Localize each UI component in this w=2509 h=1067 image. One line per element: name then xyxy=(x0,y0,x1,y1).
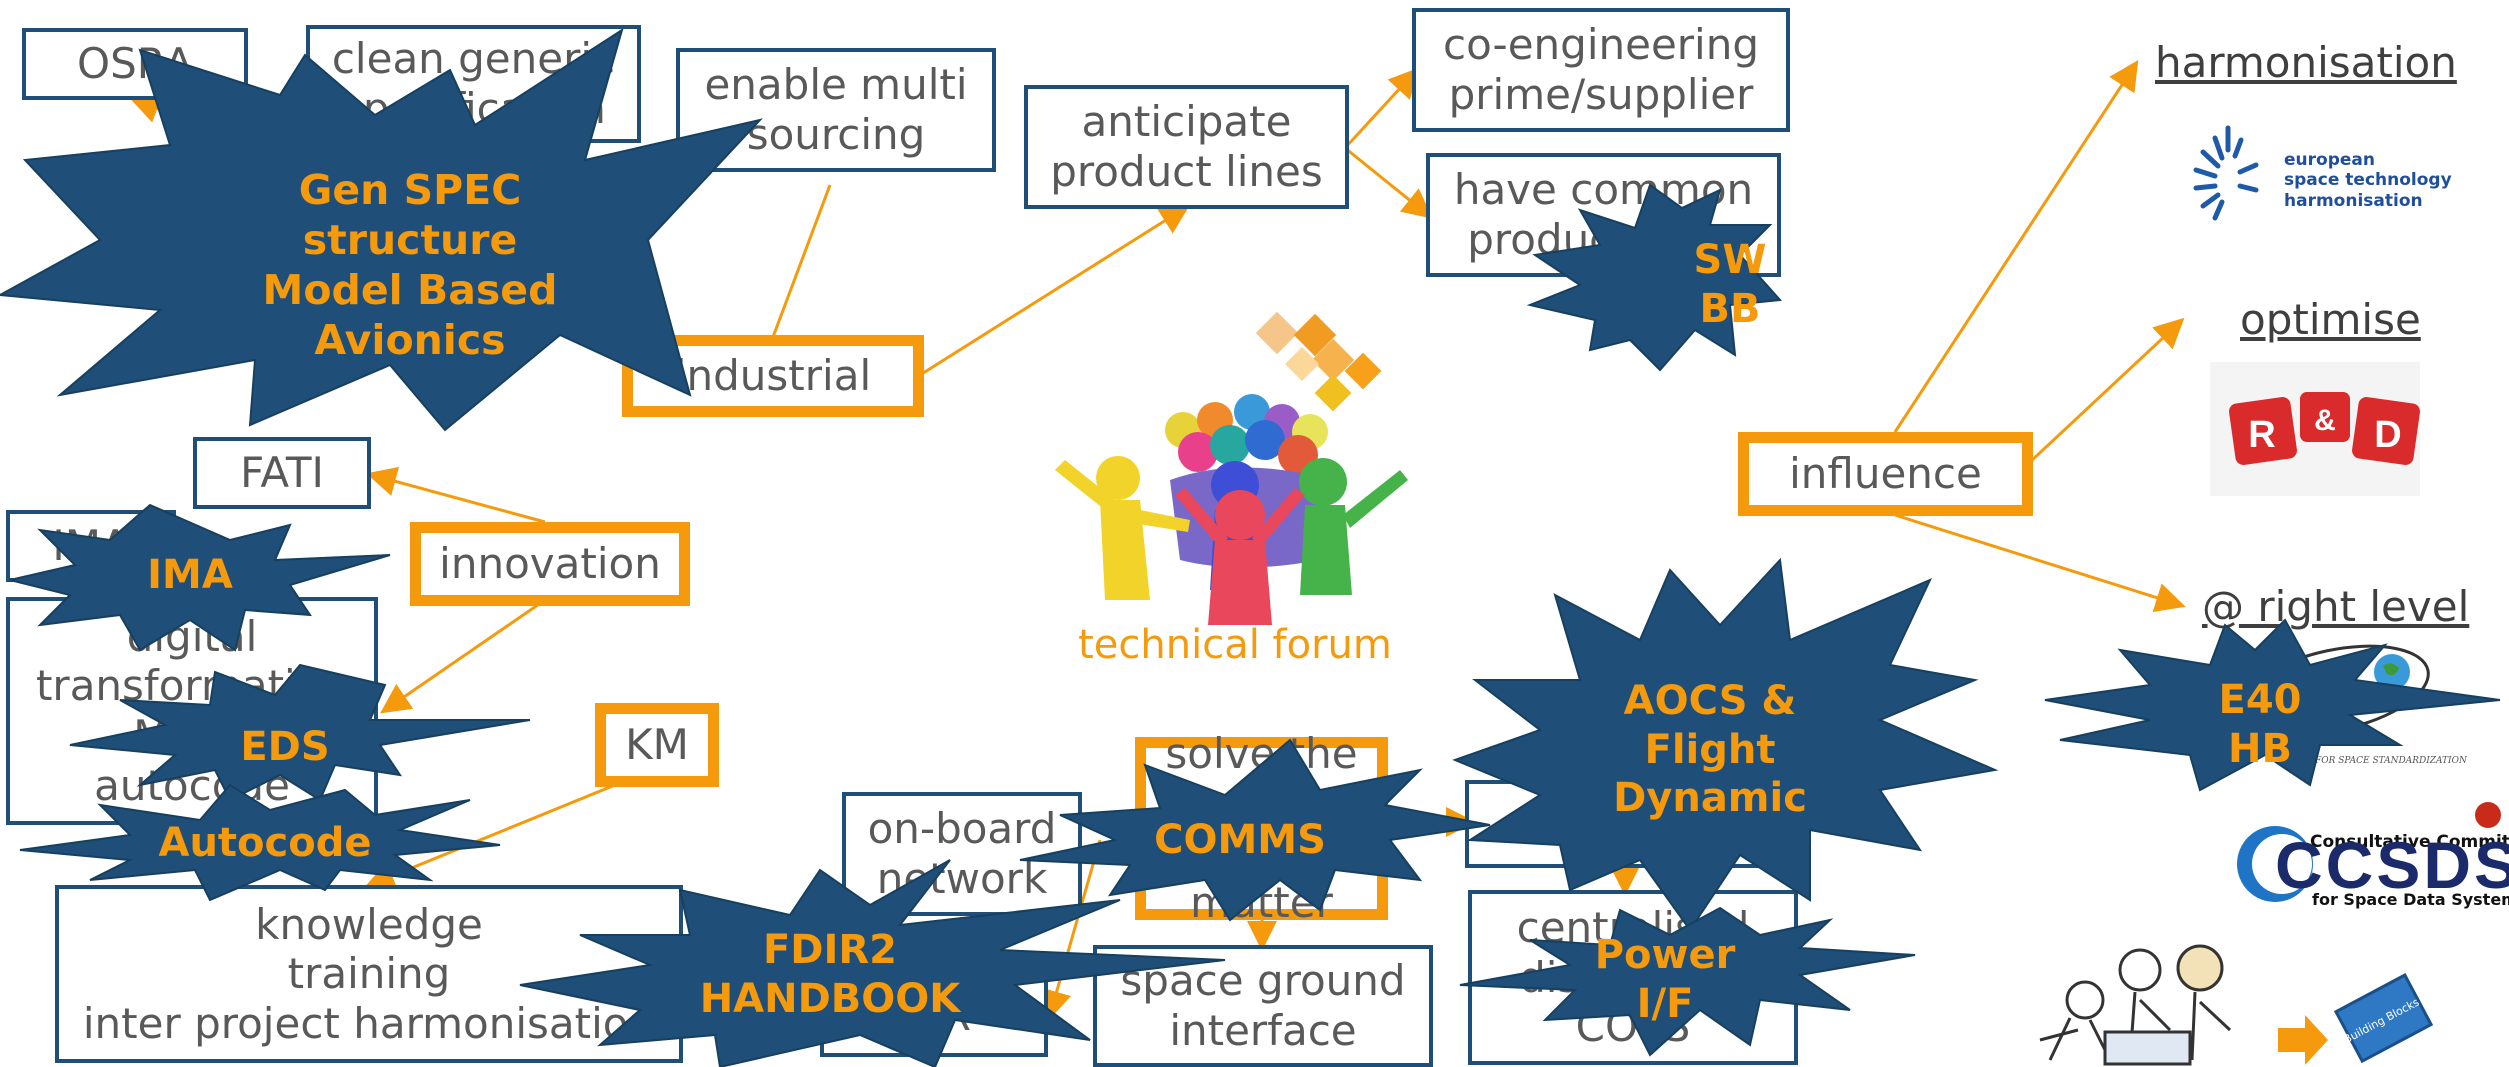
burst-label-autocode: Autocode xyxy=(158,819,372,866)
dice-r: R xyxy=(2248,414,2275,456)
burst-aocs xyxy=(1452,557,1999,932)
burst-label-power: Power I/F xyxy=(1594,932,1736,1027)
ccsds-main-text: CCSDS xyxy=(2275,828,2509,902)
harmonisation-link[interactable]: harmonisation xyxy=(2155,38,2457,87)
box-industrial: industrial xyxy=(622,335,924,417)
box-onboard-network: on-board network xyxy=(842,792,1082,916)
burst-gen-spec xyxy=(0,27,763,432)
burst-label-e40: E40 HB xyxy=(2218,677,2302,772)
box-fati: FATI xyxy=(193,437,371,509)
right-level-link[interactable]: @ right level xyxy=(2202,582,2470,631)
burst-e40 xyxy=(2044,618,2501,792)
ccsds-top-text: Consultative Committee xyxy=(2310,832,2509,852)
box-anticipate-product-lines: anticipate product lines xyxy=(1024,85,1349,209)
ecss-small-text: FOR SPACE STANDARDIZATION xyxy=(2315,756,2467,766)
burst-label-eds: EDS xyxy=(240,723,330,770)
burst-power xyxy=(1459,906,1916,1057)
dice-amp: & xyxy=(2314,404,2336,437)
box-innovation: innovation xyxy=(410,522,690,606)
burst-label-comms: COMMS xyxy=(1154,816,1326,863)
box-influence: influence xyxy=(1738,432,2033,516)
dice-d: D xyxy=(2374,414,2401,456)
esa-logo-text: european space technology harmonisation xyxy=(2284,150,2452,211)
burst-fdir2 xyxy=(519,859,1226,1067)
box-co-engineering: co-engineering prime/supplier xyxy=(1412,8,1790,132)
burst-ima xyxy=(9,503,391,652)
burst-label-aocs: AOCS & Flight Dynamic xyxy=(1613,677,1807,822)
burst-label-fdir2: FDIR2 HANDBOOK xyxy=(699,927,961,1022)
burst-eds xyxy=(69,663,531,802)
burst-label-sw-bb: SW BB xyxy=(1693,237,1767,332)
center-label: technical forum xyxy=(1078,622,1392,668)
burst-sw-bb xyxy=(1526,183,1783,372)
burst-autocode xyxy=(19,783,501,902)
burst-label-ima: IMA xyxy=(147,551,233,598)
burst-label-gen-spec: Gen SPEC structure Model Based Avionics xyxy=(262,165,558,365)
box-km: KM xyxy=(595,703,719,787)
ccsds-bottom-text: for Space Data Systems xyxy=(2312,890,2509,909)
box-knowledge: knowledge training inter project harmoni… xyxy=(55,885,683,1063)
burst-comms xyxy=(1019,738,1491,922)
optimise-link[interactable]: optimise xyxy=(2240,295,2421,344)
